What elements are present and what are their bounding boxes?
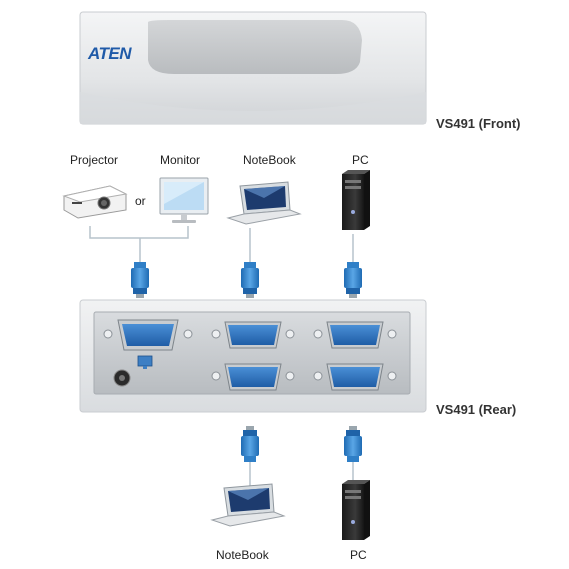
monitor-icon xyxy=(159,177,209,223)
rear-unit xyxy=(79,299,427,413)
vga-port-output-1 xyxy=(211,321,295,349)
front-caption: VS491 (Front) xyxy=(436,116,521,131)
projector-label: Projector xyxy=(70,153,119,167)
pc-label-top: PC xyxy=(352,153,369,167)
vga-port-output-4 xyxy=(313,363,397,391)
vga-plug-3 xyxy=(344,262,362,298)
monitor-label: Monitor xyxy=(160,153,201,167)
pc-label-bottom: PC xyxy=(350,548,367,562)
vga-plug-bottom-1 xyxy=(241,426,259,462)
vga-plug-bottom-2 xyxy=(344,426,362,462)
notebook-icon-top xyxy=(226,181,302,225)
notebook-label-bottom: NoteBook xyxy=(216,548,269,562)
vga-plug-2 xyxy=(241,262,259,298)
or-label: or xyxy=(135,194,146,208)
vga-port-output-3 xyxy=(211,363,295,391)
front-display-window xyxy=(148,20,362,74)
port-monitor-icon xyxy=(137,355,153,369)
power-jack-icon xyxy=(113,369,131,387)
vga-port-input xyxy=(103,319,193,351)
projector-icon xyxy=(62,185,128,219)
rear-caption: VS491 (Rear) xyxy=(436,402,517,417)
vga-port-output-2 xyxy=(313,321,397,349)
vga-plug-1 xyxy=(131,262,149,298)
pc-icon-top xyxy=(342,170,370,230)
pc-icon-bottom xyxy=(342,480,370,540)
brand-logo: ATEN xyxy=(88,44,132,63)
notebook-icon-bottom xyxy=(210,483,286,527)
notebook-label-top: NoteBook xyxy=(243,153,296,167)
